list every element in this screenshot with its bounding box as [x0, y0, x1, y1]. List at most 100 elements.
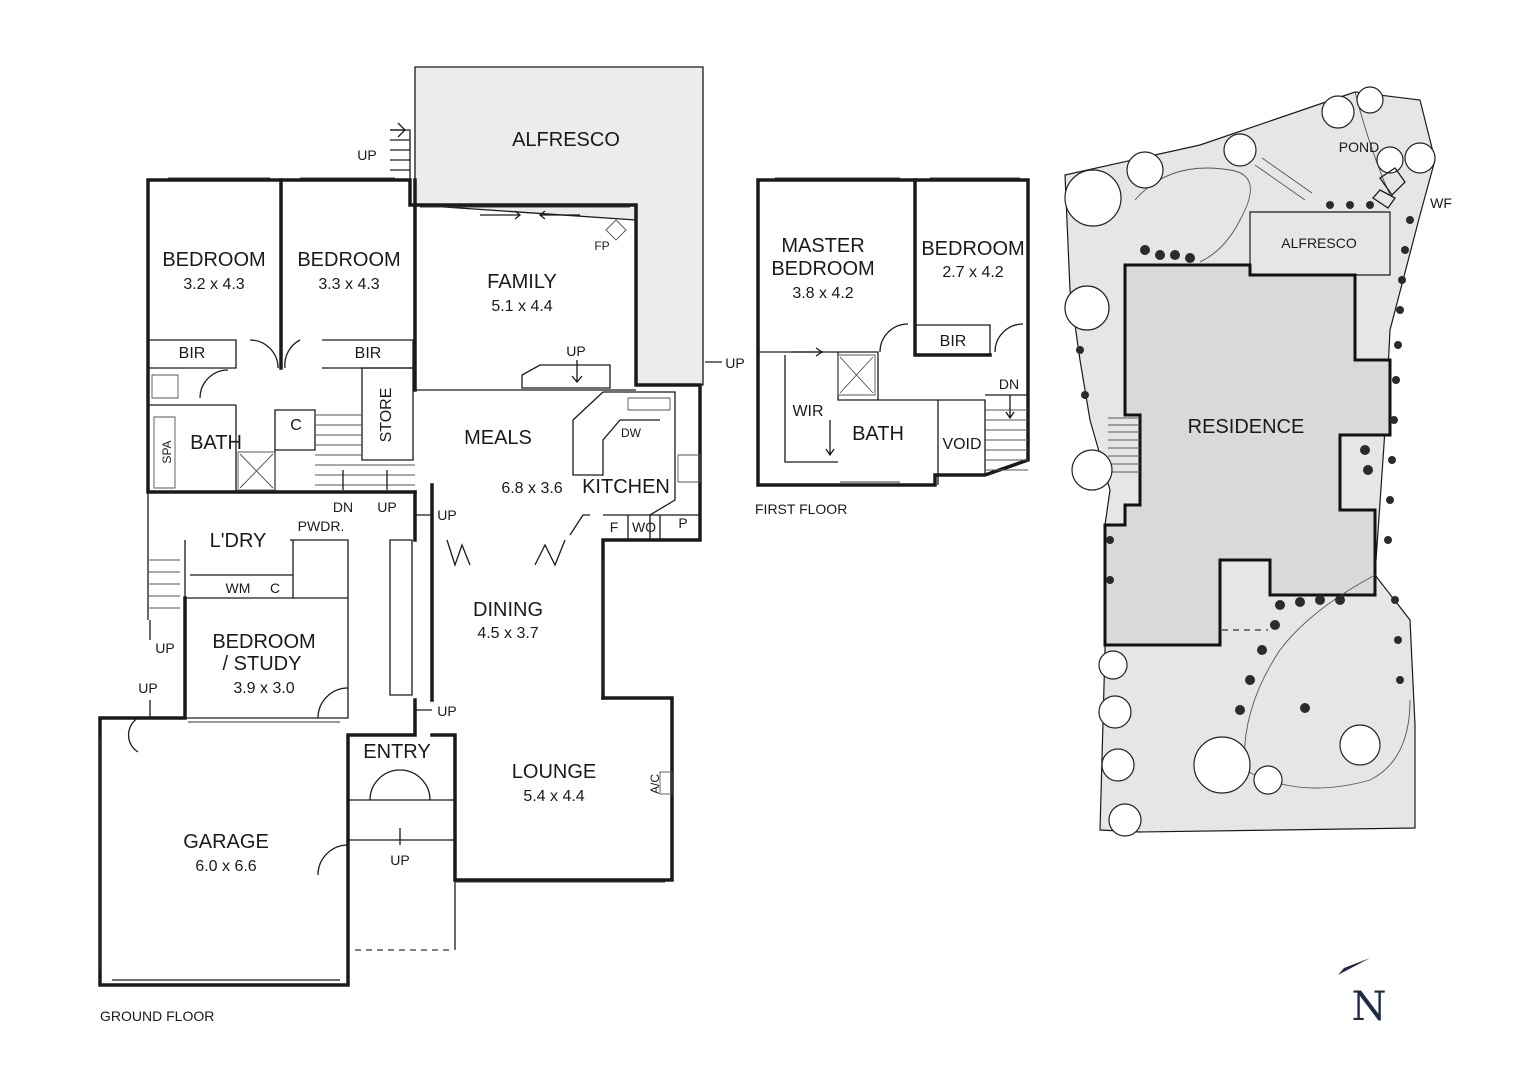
- cooktop: [677, 454, 701, 483]
- label-bath-2: BATH: [852, 423, 904, 445]
- label-pwdr: PWDR.: [298, 518, 345, 534]
- label-bedroom-3-dim: 2.7 x 4.2: [942, 264, 1003, 281]
- label-study-2: / STUDY: [223, 653, 302, 675]
- label-bedroom-2: BEDROOM: [297, 249, 400, 271]
- ac-unit: [659, 771, 673, 795]
- label-up-garage: UP: [138, 680, 157, 696]
- label-c-2: C: [270, 580, 280, 596]
- label-garage: GARAGE: [183, 831, 269, 853]
- label-up-porch: UP: [390, 852, 409, 868]
- label-dining: DINING: [473, 599, 543, 621]
- dining-window-strip: [389, 539, 413, 696]
- label-lounge-dim: 5.4 x 4.4: [523, 788, 584, 805]
- label-bir-1: BIR: [179, 345, 206, 362]
- lounge-walls: [430, 696, 674, 882]
- label-meals: MEALS: [464, 427, 532, 449]
- ground-floor-plan: [98, 66, 722, 987]
- label-pond: POND: [1339, 139, 1379, 155]
- label-master-1: MASTER: [781, 235, 864, 257]
- site-shrubs: [1076, 201, 1414, 715]
- label-site-alfresco: ALFRESCO: [1281, 235, 1357, 251]
- stairs-first: [985, 409, 1028, 471]
- entry-doors: [369, 769, 431, 801]
- fireplace: [605, 219, 627, 241]
- alfresco-area: [414, 66, 704, 386]
- stairs-ground-2: [148, 559, 180, 609]
- label-wf: WF: [1430, 195, 1452, 211]
- kitchen-bench: [572, 391, 676, 540]
- ground-windows: [99, 177, 665, 970]
- label-bath: BATH: [190, 432, 242, 454]
- label-bir-2: BIR: [355, 345, 382, 362]
- label-bedroom-1: BEDROOM: [162, 249, 265, 271]
- label-up-alfresco-east: UP: [725, 355, 744, 371]
- label-up-laundry: UP: [155, 640, 174, 656]
- garage-door: [317, 844, 349, 876]
- label-ac: A/C: [648, 774, 662, 794]
- first-floor-windows: [775, 177, 1020, 483]
- label-meals-dim: 6.8 x 3.6: [501, 480, 562, 497]
- label-kitchen: KITCHEN: [582, 476, 670, 498]
- garage-side-door: [127, 717, 139, 753]
- site-steps: [1108, 417, 1140, 473]
- stair-up-family: [521, 364, 611, 389]
- label-ground-floor: GROUND FLOOR: [100, 1008, 214, 1024]
- label-up-alfresco: UP: [357, 147, 376, 163]
- label-f: F: [610, 519, 619, 535]
- label-fp: FP: [594, 239, 609, 253]
- label-family: FAMILY: [487, 271, 557, 293]
- first-floor-divider: [913, 178, 992, 357]
- toilet: [151, 374, 179, 399]
- label-up-ground: UP: [377, 499, 396, 515]
- label-first-floor: FIRST FLOOR: [755, 501, 847, 517]
- label-up-family: UP: [566, 343, 585, 359]
- label-garage-dim: 6.0 x 6.6: [195, 858, 256, 875]
- label-study-dim: 3.9 x 3.0: [233, 680, 294, 697]
- label-family-dim: 5.1 x 4.4: [491, 298, 552, 315]
- label-store: STORE: [378, 388, 395, 443]
- label-master-2: BEDROOM: [771, 258, 874, 280]
- kitchen-fwp: [569, 514, 700, 540]
- study-door: [317, 687, 349, 719]
- first-floor-doors: [879, 323, 1024, 353]
- label-lounge: LOUNGE: [512, 761, 596, 783]
- alfresco-steps: [390, 129, 411, 180]
- bath-block: [147, 367, 414, 493]
- label-alfresco: ALFRESCO: [512, 129, 620, 151]
- label-c-1: C: [290, 417, 302, 434]
- label-dn-ground: DN: [333, 499, 353, 515]
- label-wir: WIR: [792, 403, 823, 420]
- label-ldry: L'DRY: [210, 530, 267, 552]
- site-alfresco: [1249, 211, 1391, 276]
- study-walls: [184, 598, 349, 719]
- label-north: N: [1352, 984, 1387, 1030]
- label-spa: SPA: [160, 440, 174, 463]
- label-bir-3: BIR: [940, 333, 967, 350]
- site-trees: [1064, 86, 1436, 837]
- spa-tub: [153, 416, 176, 489]
- label-dw: DW: [621, 426, 642, 440]
- first-floor-plan: [756, 177, 1030, 487]
- first-floor-outer: [756, 178, 1030, 487]
- label-bedroom-2-dim: 3.3 x 4.3: [318, 276, 379, 293]
- label-bedroom-1-dim: 3.2 x 4.3: [183, 276, 244, 293]
- laundry-block: [147, 492, 349, 620]
- sliding-arrows: [480, 210, 580, 220]
- label-bedroom-3: BEDROOM: [921, 238, 1024, 260]
- label-study-1: BEDROOM: [212, 631, 315, 653]
- first-shower: [837, 354, 876, 396]
- entry-walls: [347, 799, 456, 950]
- label-up-dining: UP: [437, 507, 456, 523]
- label-wm: WM: [226, 580, 251, 596]
- label-dn-first: DN: [999, 376, 1019, 392]
- label-void: VOID: [942, 436, 981, 453]
- label-up-entry: UP: [437, 703, 456, 719]
- label-master-dim: 3.8 x 4.2: [792, 285, 853, 302]
- kitchen-sink: [627, 397, 671, 411]
- shower: [237, 451, 276, 491]
- site-plan: [1064, 86, 1436, 837]
- site-residence: [1103, 263, 1392, 647]
- label-residence: RESIDENCE: [1188, 416, 1305, 438]
- stairs-ground-1: [315, 414, 415, 486]
